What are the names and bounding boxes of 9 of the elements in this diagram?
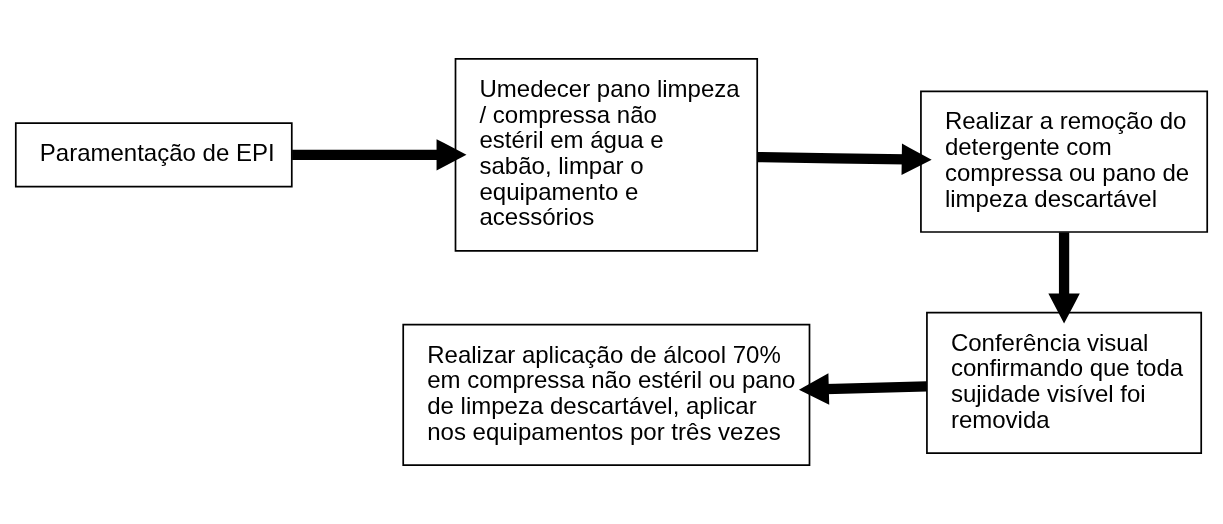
arrow [292,139,467,171]
node-box: Realizar a remoção do detergente com compressa ou pano de limpeza descartável [920,90,1209,233]
node-box: Conferência visual confirmando que toda sujidade visível foi removida [926,311,1203,454]
arrow [798,373,928,405]
arrow [1048,232,1080,324]
arrow [757,143,932,175]
node-box: Umedecer pano limpeza / compressa não estéril em água e sabão, limpar o equipamento e acessórios [454,58,759,252]
node-box: Paramentação de EPI [14,122,293,188]
node-box: Realizar aplicação de álcool 70% em compressa não estéril ou pano de limpeza descartável, aplicar nos equipamentos por três vezes [402,323,811,466]
